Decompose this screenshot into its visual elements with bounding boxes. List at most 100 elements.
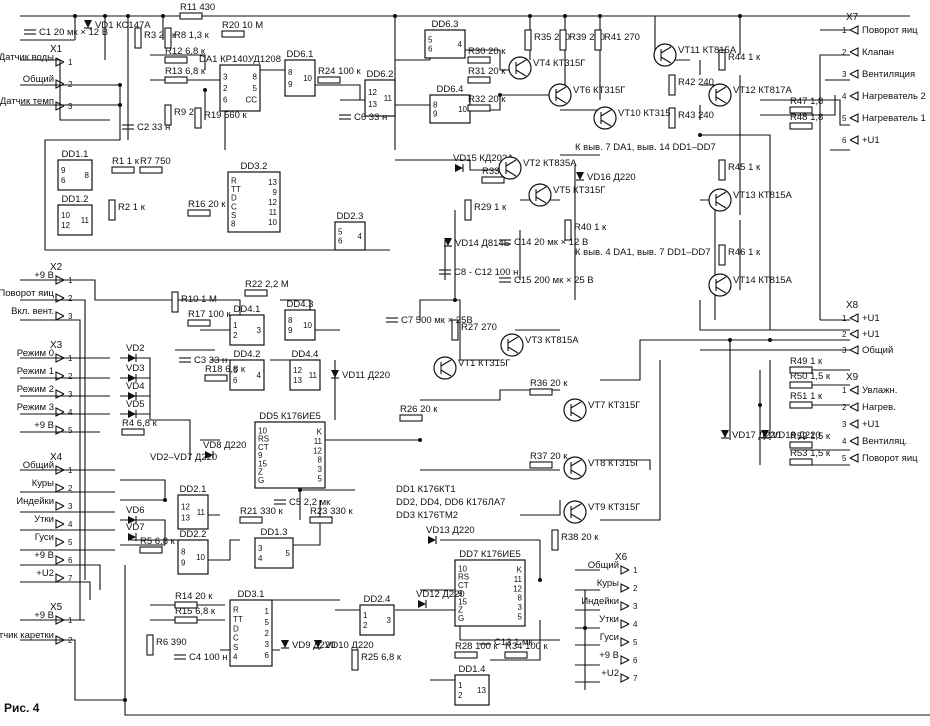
connector-pin: 1+U1 <box>842 313 880 324</box>
note-text: К выв. 7 DA1, выв. 14 DD1–DD7 <box>575 142 716 153</box>
pin-number: 2 <box>842 403 847 412</box>
pin-number: 4 <box>842 92 847 101</box>
pin-number: 4 <box>68 520 73 529</box>
resistor-label: R18 6,8 к <box>205 364 246 375</box>
connector-label-x4: X4 <box>50 452 63 463</box>
chip-pin: 2 <box>458 691 463 700</box>
wire <box>760 99 850 126</box>
chip-pin: 6 <box>265 651 270 660</box>
resistor-label: R8 1,3 к <box>174 30 210 41</box>
chip-pin: 5 <box>233 366 238 375</box>
diode-vd11: VD11 Д220 <box>331 370 390 381</box>
chip-pin: 3 <box>518 603 523 612</box>
transistor-label: VT9 КТ315Г <box>588 502 640 513</box>
wire <box>600 339 850 381</box>
resistor-label: R34 100 к <box>505 641 549 652</box>
chip-pin: 6 <box>61 176 66 185</box>
resistor-label: R38 20 к <box>561 532 599 543</box>
resistor-r23: R23 330 к <box>309 506 354 524</box>
diode-label: VD12 Д220 <box>416 589 465 600</box>
chip-pin: 3 <box>257 326 262 335</box>
pin-number: 2 <box>68 484 73 493</box>
diode-vd3: VD3 <box>126 363 144 382</box>
chip-label: DD6.3 <box>432 19 459 30</box>
chip-pin: 4 <box>258 554 263 563</box>
wire <box>700 134 771 330</box>
chip-pin: 10 <box>268 218 277 227</box>
wire <box>20 564 101 590</box>
diode-label: VD5 <box>126 399 144 410</box>
wire <box>20 319 81 620</box>
resistor-r33: R33 1 к <box>481 166 515 184</box>
diode-label: VD6 <box>126 505 144 516</box>
resistor-label: R23 330 к <box>310 506 354 517</box>
chip-pin: D <box>231 194 237 203</box>
chip-pin: Z <box>258 468 263 477</box>
diode-vd1: VD1 КС147А <box>84 20 151 31</box>
pin-label: Куры <box>597 578 619 589</box>
wire <box>419 299 500 361</box>
capacitor-label: C5 2,2 мк <box>289 497 331 508</box>
chip-pin: 9 <box>273 188 278 197</box>
connector-pin: 1+9 В <box>34 270 73 285</box>
chip-pin: S <box>231 211 236 220</box>
diode-label: VD1 КС147А <box>95 20 151 31</box>
chip-label: DD3.2 <box>241 161 268 172</box>
chip-label: DA1 КР140УД1208 <box>199 54 281 65</box>
resistor-label: R46 1 к <box>728 247 761 258</box>
resistor-label: R50 1,5 к <box>790 371 831 382</box>
chip-pin: 4 <box>458 40 463 49</box>
pin-number: 5 <box>68 426 73 435</box>
chip-pin: 13 <box>181 514 190 523</box>
transistor-label: VT2 КТ835А <box>523 158 577 169</box>
chip-pin: 9 <box>258 451 263 460</box>
diode-vd9: VD9 Д220 <box>281 640 335 651</box>
connector-pin: 2Датчик каретки <box>0 630 73 645</box>
resistor-r30: R30 20 к <box>467 46 506 64</box>
pin-label: Общий <box>862 345 893 356</box>
resistor-label: R15 6,8 к <box>175 606 216 617</box>
pin-number: 1 <box>68 276 73 285</box>
transistor-label: VT10 КТ315 <box>618 108 671 119</box>
resistor-r13: R13 6,8 к <box>164 66 206 84</box>
capacitor-label: C7 500 мк × 25В <box>401 315 473 326</box>
pin-number: 5 <box>633 638 638 647</box>
resistor-r10: R10 1 М <box>171 291 217 313</box>
chip-pin: 6 <box>223 96 228 105</box>
chip-pin: 2 <box>363 621 368 630</box>
resistor-label: R21 330 к <box>240 506 284 517</box>
resistor-label: R17 100 к <box>188 309 232 320</box>
chip-pin: 10 <box>61 211 70 220</box>
chip-pin: 8 <box>85 171 90 180</box>
chip-pin: 13 <box>268 178 277 187</box>
capacitor-label: C15 200 мк × 25 В <box>514 275 594 286</box>
connector-pin: 7+U2 <box>601 668 638 683</box>
resistor-label: R37 20 к <box>530 451 568 462</box>
pin-label: +U1 <box>862 135 880 146</box>
chip-pin: 13 <box>293 376 302 385</box>
connector-pin: 2+U1 <box>842 329 880 340</box>
pin-label: +9 В <box>599 650 619 661</box>
resistor-label: R5 6,8 к <box>140 536 176 547</box>
chip-label: DD6.1 <box>287 49 314 60</box>
legend-line: DD2, DD4, DD6 К176ЛА7 <box>396 497 505 508</box>
junction-dot <box>758 403 762 407</box>
transistor-vt5: VT5 КТ315Г <box>528 183 605 207</box>
resistor-r45: R45 1 к <box>718 159 761 181</box>
diode-label: VD2 <box>126 343 144 354</box>
pin-label: Режим 0 <box>17 348 54 359</box>
chip-pin: Z <box>458 606 463 615</box>
wire <box>20 639 125 701</box>
